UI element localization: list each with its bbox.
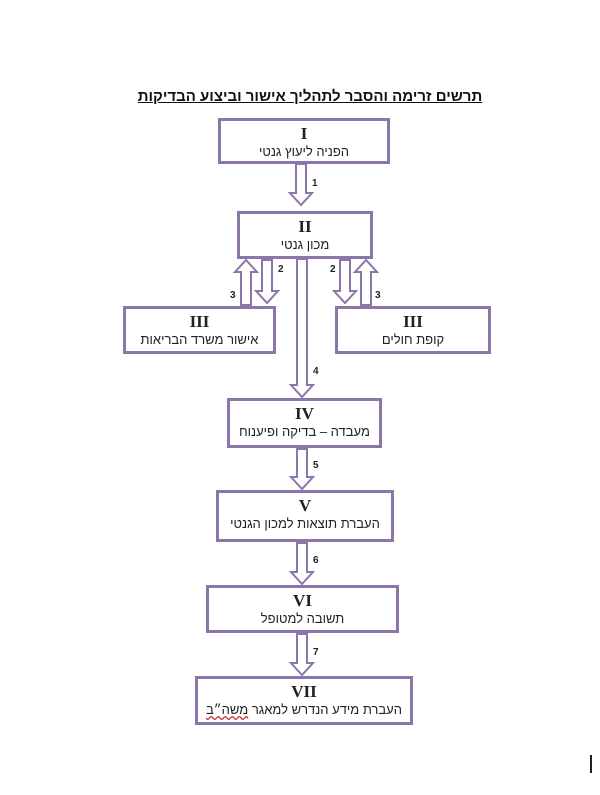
box-results-transfer: V העברת תוצאות למכון הגנטי [216,490,394,542]
arrow-4-down [288,258,316,399]
arrow-2-left-down [253,259,281,305]
step-label-6: 6 [313,555,319,566]
box-label: הפניה ליעוץ גנטי [259,144,349,159]
box-health-ministry: III אישור משרד הבריאות [123,306,276,354]
box-health-fund: III קופת חולים [335,306,491,354]
box-number: VI [293,591,312,610]
box-registry-transfer: VII העברת מידע הנדרש למאגר משה״ב [195,676,413,725]
box-number: III [189,312,210,331]
step-label-1: 1 [312,178,318,189]
box-number: I [300,124,308,143]
box-number: III [403,312,423,331]
box-referral: I הפניה ליעוץ גנטי [218,118,390,164]
arrow-7-down [288,633,316,677]
arrow-3-left-up [232,258,260,306]
box-label: מכון גנטי [280,237,330,252]
text-cursor [590,755,592,773]
step-label-5: 5 [313,460,319,471]
step-label-4: 4 [313,366,319,377]
arrow-2-right-down [331,259,359,305]
box-label-main: העברת מידע הנדרש למאגר [251,702,402,717]
arrow-1-down [287,163,315,207]
box-patient-answer: VI תשובה למטופל [206,585,399,633]
box-genetic-institute: II מכון גנטי [237,211,373,259]
step-label-3-left: 3 [230,290,236,301]
diagram-title: תרשים זרימה והסבר לתהליך אישור וביצוע הב… [137,88,483,105]
box-label: תשובה למטופל [260,611,345,626]
box-label: קופת חולים [381,332,445,347]
step-label-2-right: 2 [330,264,336,275]
box-label-underlined: משה״ב [206,702,249,717]
box-number: II [298,217,312,236]
arrow-5-down [288,448,316,491]
step-label-7: 7 [313,647,319,658]
box-number: IV [295,404,314,423]
arrow-6-down [288,542,316,586]
box-number: V [298,496,312,515]
step-label-2-left: 2 [278,264,284,275]
box-lab: IV מעבדה – בדיקה ופיענוח [227,398,382,448]
box-number: VII [291,682,317,701]
box-label: העברת מידע הנדרש למאגר משה״ב [198,701,410,719]
arrow-3-right-up [352,258,380,306]
box-label: אישור משרד הבריאות [140,332,259,347]
box-label: העברת תוצאות למכון הגנטי [230,516,380,531]
box-label: מעבדה – בדיקה ופיענוח [239,424,370,439]
step-label-3-right: 3 [375,290,381,301]
